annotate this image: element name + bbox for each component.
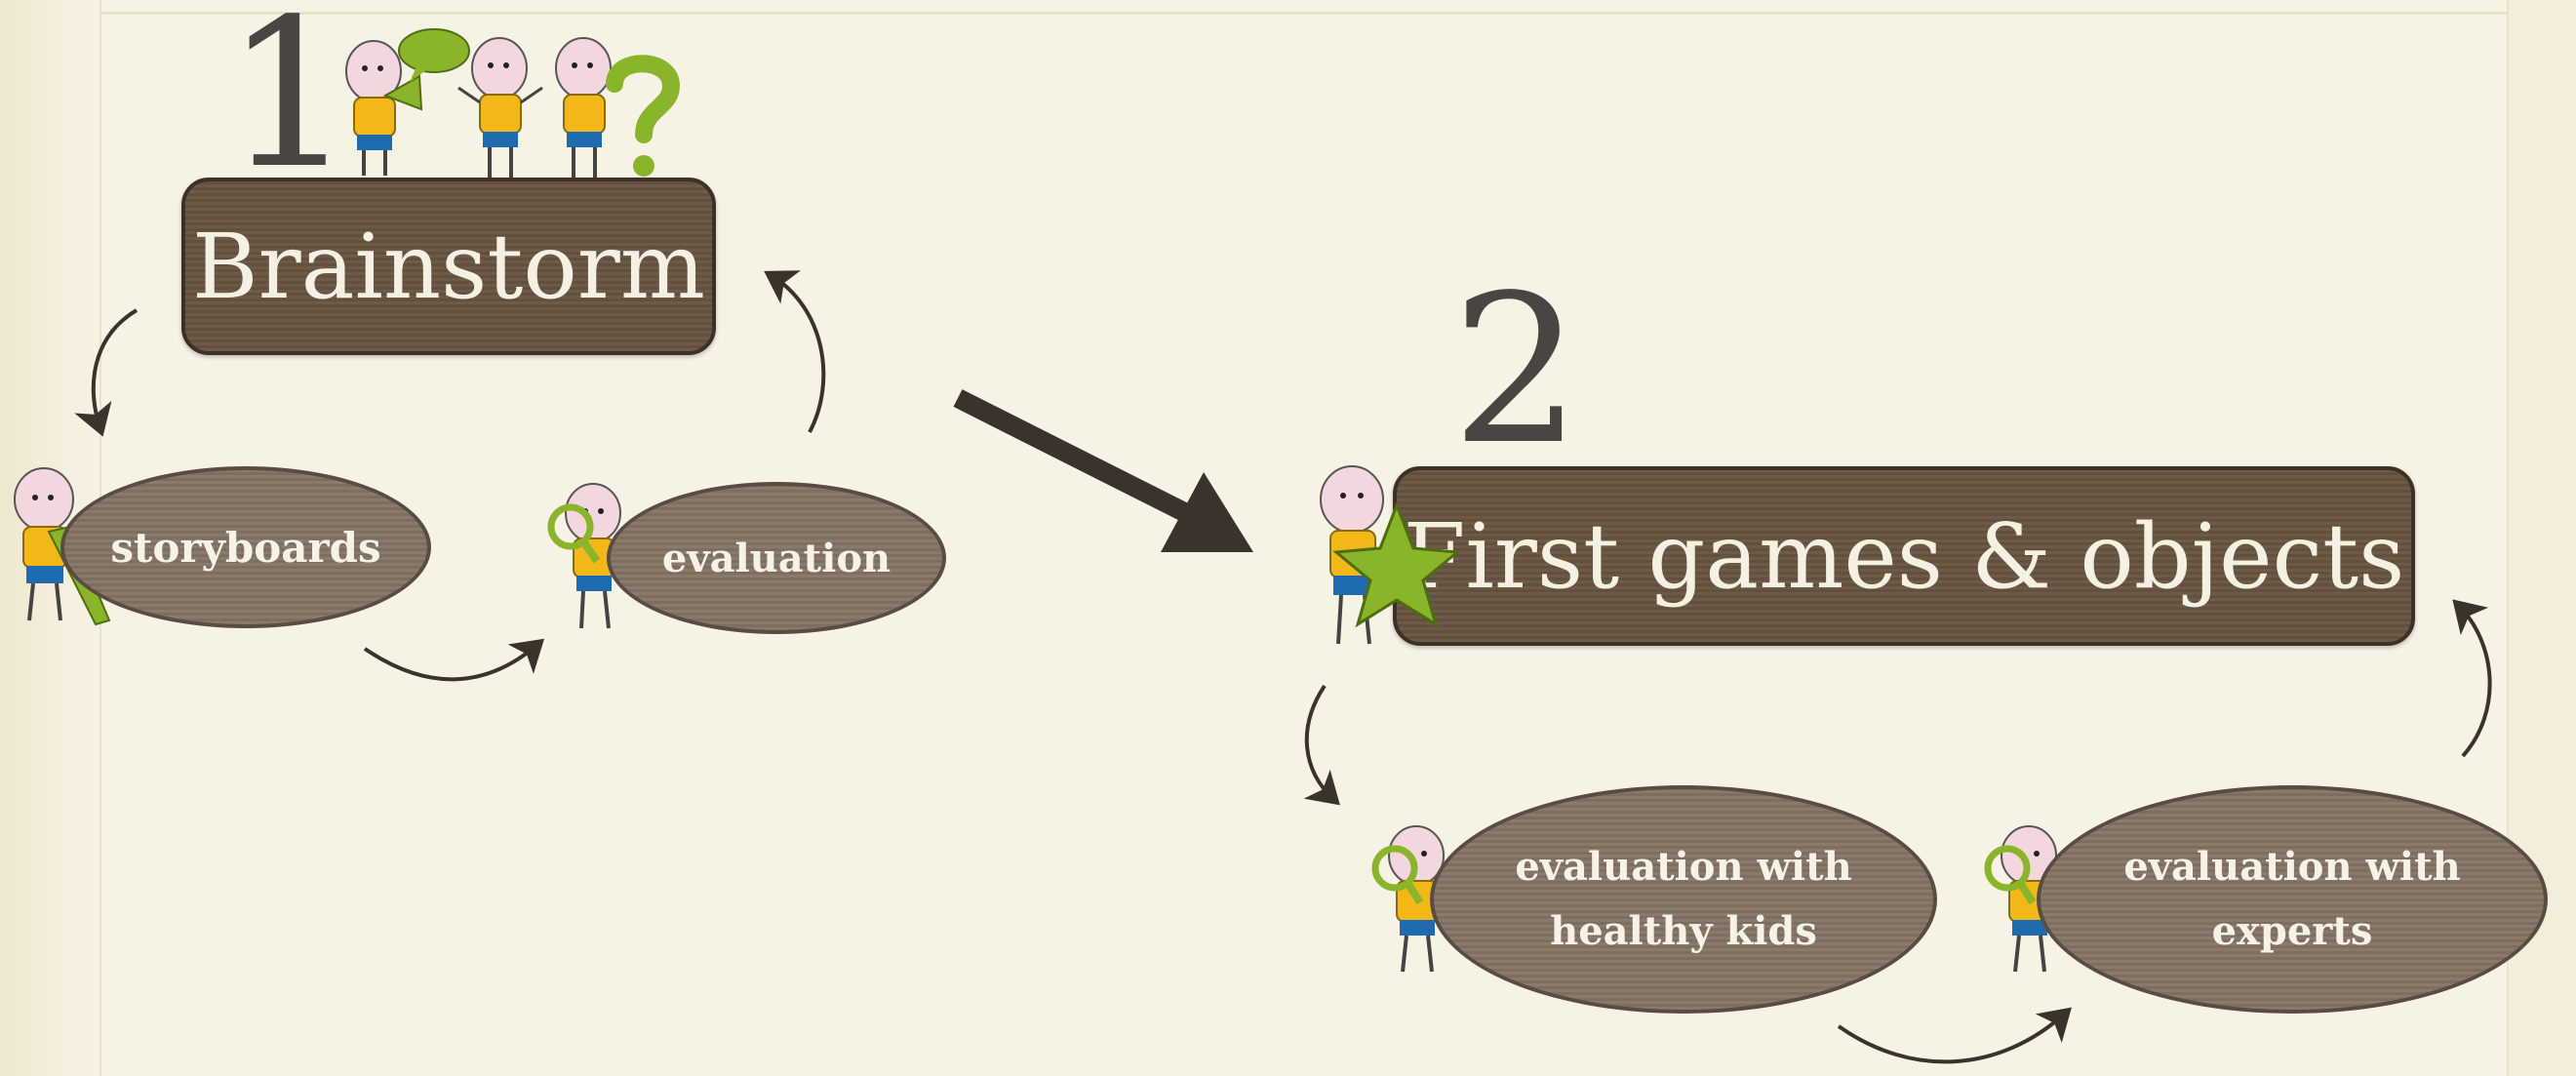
first-games-box: First games & objects xyxy=(1393,466,2415,646)
step-number-2: 2 xyxy=(1451,251,1582,490)
arrow-games-to-eval-kids xyxy=(1303,684,1340,806)
eval-experts-label: evaluation with experts xyxy=(2123,844,2461,954)
eval-experts-node: evaluation with experts xyxy=(2037,785,2548,1014)
evaluation-node: evaluation xyxy=(607,482,946,634)
page-border-right xyxy=(2507,0,2509,1076)
evaluation-label: evaluation xyxy=(661,535,892,581)
first-games-label: First games & objects xyxy=(1403,503,2405,609)
kid-icon xyxy=(457,37,543,178)
arrow-eval-experts-to-games xyxy=(2452,599,2492,758)
step-number-1: 1 xyxy=(224,0,355,214)
brainstorm-box: Brainstorm xyxy=(181,178,716,355)
storyboards-node: storyboards xyxy=(60,466,431,628)
arrow-brainstorm-to-storyboards xyxy=(74,308,139,437)
question-mark-icon xyxy=(606,55,681,177)
page-border-top xyxy=(99,12,2509,15)
kid-question-icon xyxy=(555,37,612,178)
kid-magnifier-icon xyxy=(1984,825,2057,973)
kid-star-icon xyxy=(1320,465,1461,645)
kid-magnifier-icon xyxy=(1371,825,1445,973)
arrow-evaluation-to-brainstorm xyxy=(764,270,826,433)
storyboards-label: storyboards xyxy=(110,523,381,572)
arrow-storyboards-to-evaluation xyxy=(363,638,545,682)
arrow-step1-to-step2 xyxy=(953,389,1253,552)
arrow-eval-kids-to-eval-experts xyxy=(1837,1007,2072,1064)
brainstorm-label: Brainstorm xyxy=(192,214,705,319)
kid-magnifier-icon xyxy=(547,483,621,629)
kid-megaphone-icon xyxy=(345,40,423,176)
eval-healthy-kids-node: evaluation with healthy kids xyxy=(1430,785,1937,1014)
eval-healthy-kids-label: evaluation with healthy kids xyxy=(1515,844,1852,954)
speech-bubble-icon xyxy=(398,28,470,82)
